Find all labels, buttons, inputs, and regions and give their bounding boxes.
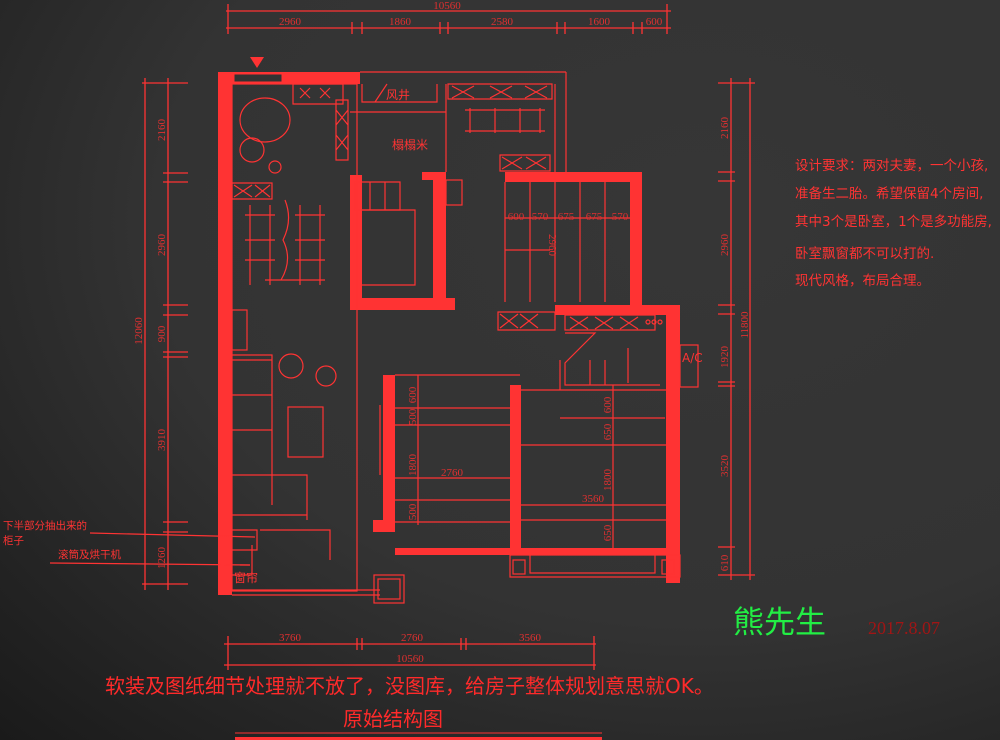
entrance-marker-icon [250, 57, 264, 68]
dim-right-total: 11800 [739, 311, 751, 339]
dim-top-3: 2580 [491, 16, 514, 28]
dim-right-1: 2160 [719, 117, 731, 140]
annotation-drawer-cabinet-2: 柜子 [3, 534, 24, 547]
bedroom-right-v1: 600 [602, 396, 614, 413]
dim-top-5: 600 [646, 16, 663, 28]
requirement-line-2: 准备生二胎。希望保留4个房间, [795, 185, 983, 202]
interior-dimensions: 600 570 675 675 570 2960 600 500 1800 50… [407, 211, 629, 541]
annotation-drawer-cabinet-1: 下半部分抽出来的 [3, 519, 87, 532]
requirement-line-5: 现代风格，布局合理。 [795, 273, 930, 289]
dim-right-5: 610 [719, 554, 731, 571]
requirement-line-4: 卧室飘窗都不可以打的. [795, 245, 934, 262]
bedroom-left-v2: 500 [407, 408, 419, 425]
drawing-title: 原始结构图 [343, 707, 443, 731]
dim-top-4: 1600 [588, 16, 611, 28]
requirement-line-1: 设计要求：两对夫妻，一个小孩, [795, 158, 988, 174]
left-dimension-chain: 2160 2960 900 3910 1260 12060 [133, 78, 188, 590]
dim-top-1: 2960 [279, 16, 302, 28]
dim-left-1: 2160 [156, 119, 168, 142]
wardrobe-dim-1: 600 [508, 211, 525, 223]
bedroom-right-v4: 650 [602, 524, 614, 541]
wardrobe-dim-4: 675 [586, 211, 603, 223]
dim-bottom-2: 2760 [401, 632, 424, 644]
bedroom-right-v3: 1800 [602, 469, 614, 492]
curtain-label: 窗帘 [234, 570, 258, 585]
dim-bottom-3: 3560 [519, 632, 542, 644]
annotations: 下半部分抽出来的 柜子 滚筒及烘干机 [3, 519, 256, 566]
top-dimension-chain: 10560 2960 1860 2580 1600 600 [226, 0, 671, 34]
dim-top-total: 10560 [433, 0, 461, 12]
right-dimension-chain: 2160 2960 1920 3520 610 11800 [718, 78, 755, 580]
bedroom-left-v1: 600 [407, 386, 419, 403]
wardrobe-dim-2: 570 [532, 211, 549, 223]
bedroom-right-width: 3560 [582, 493, 605, 505]
room-label-air-shaft: 风井 [386, 88, 410, 102]
bottom-dimension-chain: 3760 2760 3560 10560 [224, 632, 596, 670]
wardrobe-dim-5: 570 [612, 211, 629, 223]
design-requirements: 设计要求：两对夫妻，一个小孩, 准备生二胎。希望保留4个房间, 其中3个是卧室，… [795, 158, 992, 289]
requirement-line-3: 其中3个是卧室，1个是多功能房, [795, 213, 992, 230]
bedroom-left-v4: 500 [407, 503, 419, 520]
annotation-washer-dryer: 滚筒及烘干机 [58, 548, 121, 561]
wardrobe-dim-3: 675 [558, 211, 575, 223]
dim-top-2: 1860 [389, 16, 412, 28]
dim-left-5: 1260 [156, 547, 168, 570]
client-name: 熊先生 [733, 605, 826, 641]
bedroom-right-v2: 650 [602, 423, 614, 440]
dim-left-4: 3910 [156, 429, 168, 452]
ac-label: A/C [682, 351, 703, 365]
dim-right-2: 2960 [719, 234, 731, 257]
footer-note: 软装及图纸细节处理就不放了，没图库，给房子整体规划意思就OK。 [105, 674, 714, 698]
room-label-tatami: 榻榻米 [392, 138, 428, 152]
dim-left-3: 900 [156, 325, 168, 342]
dim-left-2: 2960 [156, 234, 168, 257]
bedroom-left-v3: 1800 [407, 454, 419, 477]
dim-right-4: 3520 [719, 455, 731, 478]
title-underline-thick [235, 737, 602, 740]
wardrobe-depth: 2960 [546, 234, 558, 257]
dim-bottom-total: 10560 [396, 653, 424, 665]
interior-lines: 风井 榻榻米 A/C 窗帘 [231, 57, 703, 604]
walls [218, 71, 680, 595]
dim-left-total: 12060 [133, 317, 145, 345]
dim-bottom-1: 3760 [279, 632, 302, 644]
dim-right-3: 1920 [719, 346, 731, 369]
bedroom-left-width: 2760 [441, 467, 464, 479]
drawing-date: 2017.8.07 [868, 618, 940, 638]
